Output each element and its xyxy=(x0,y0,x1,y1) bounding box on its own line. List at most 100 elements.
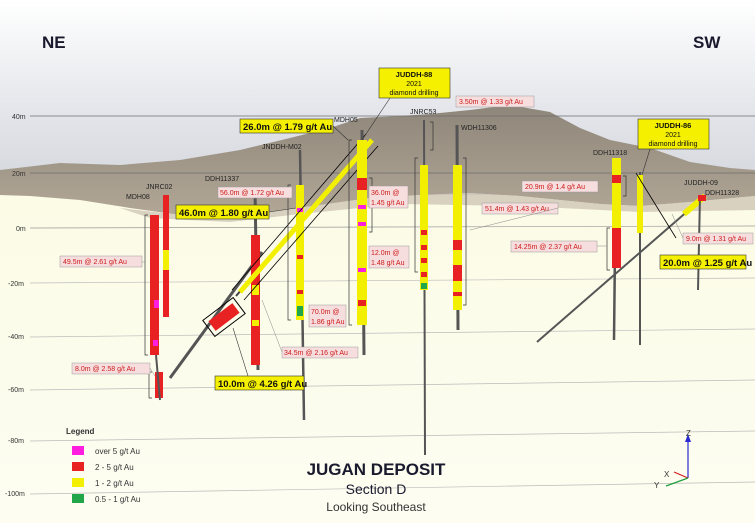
drill-box-title: JUDDH-86 xyxy=(655,121,692,130)
hole-segment xyxy=(612,158,621,228)
hole-segment xyxy=(297,306,303,316)
legend-item: over 5 g/t Au xyxy=(72,446,140,456)
drill-hole-ddh11318 xyxy=(612,157,621,341)
callout-26m: 26.0m @ 1.79 g/t Au xyxy=(239,118,349,141)
hole-segment xyxy=(296,185,304,320)
hole-label-jnddh-m02: JNDDH-M02 xyxy=(262,144,302,151)
interval-bracket xyxy=(463,157,467,306)
grade-label-box: 12.0m @ 1.48 g/t Au xyxy=(368,245,410,269)
interval-bracket xyxy=(243,145,379,301)
grade-label-box: 20.9m @ 1.4 g/t Au xyxy=(521,180,599,193)
interval-bracket xyxy=(606,227,610,271)
drill-box-title: JUDDH-88 xyxy=(396,70,433,79)
callout-box xyxy=(202,296,246,338)
drill-box-note: diamond drilling xyxy=(389,90,438,97)
grade-label-box: 56.0m @ 1.72 g/t Au xyxy=(217,186,293,199)
hole-segment xyxy=(358,205,366,209)
hole-label-mdh08: MDH08 xyxy=(126,194,150,201)
elev-label: -20m xyxy=(8,281,24,288)
hole-label-ddh11337: DDH11337 xyxy=(205,176,239,183)
grade-label-text: 9.0m @ 1.31 g/t Au xyxy=(686,236,746,243)
callouts: 26.0m @ 1.79 g/t Au 46.0m @ 1.80 g/t Au … xyxy=(175,118,752,391)
grade-label-box: 36.0m @ 1.45 g/t Au xyxy=(368,185,409,209)
grade-label-text: 34.5m @ 2.16 g/t Au xyxy=(284,350,348,357)
drill-box-year: 2021 xyxy=(665,132,681,139)
hole-segment xyxy=(297,290,303,294)
elevation-labels: 40m 20m 0m -20m -40m -60m -80m -100m xyxy=(5,114,26,498)
hole-segment xyxy=(251,235,260,365)
elev-label: 0m xyxy=(16,226,26,233)
grid-line-m80 xyxy=(29,430,755,442)
drill-hole-juddh86 xyxy=(635,172,677,345)
hole-segment xyxy=(358,222,366,226)
legend-item: 1 - 2 g/t Au xyxy=(72,478,134,488)
elev-label: -100m xyxy=(5,491,25,498)
hole-segment xyxy=(357,140,367,325)
grade-label-text: 8.0m @ 2.58 g/t Au xyxy=(75,366,135,373)
drill-box-juddh86: JUDDH-86 2021 diamond drilling xyxy=(637,118,710,176)
hole-segment xyxy=(153,340,158,346)
drill-hole-wdh11306 xyxy=(453,124,462,331)
hole-segment xyxy=(252,320,259,326)
hole-segment xyxy=(297,255,303,259)
hole-segment xyxy=(453,240,462,250)
hole-segment xyxy=(358,268,366,272)
interval-bracket xyxy=(414,157,418,273)
legend-swatch xyxy=(72,494,84,503)
legend-swatch xyxy=(72,462,84,471)
legend: Legend over 5 g/t Au 2 - 5 g/t Au 1 - 2 … xyxy=(66,427,140,504)
hole-segment xyxy=(453,265,462,281)
hole-segment xyxy=(208,303,240,331)
legend-label: over 5 g/t Au xyxy=(95,447,140,456)
grade-label-box: 14.25m @ 2.37 g/t Au xyxy=(510,240,598,253)
hole-label-wdh11306: WDH11306 xyxy=(461,125,497,132)
z-axis-arrow xyxy=(685,434,691,442)
grade-label-box: 51.4m @ 1.43 g/t Au xyxy=(481,202,559,215)
section-title: Section D xyxy=(346,481,407,497)
y-axis-line xyxy=(665,477,689,487)
hole-label-ddh11318: DDH11318 xyxy=(593,150,627,157)
hole-segment xyxy=(421,245,427,250)
drill-hole-jnrc53 xyxy=(420,119,428,456)
elev-label: 20m xyxy=(12,171,26,178)
drill-box-juddh88: JUDDH-88 2021 diamond drilling xyxy=(361,67,451,141)
drill-hole-jnrc02 xyxy=(163,195,169,317)
elev-label: 40m xyxy=(12,114,26,121)
hole-label-jnrc53: JNRC53 xyxy=(410,109,437,116)
elev-label: -60m xyxy=(8,387,24,394)
grade-label-text: 51.4m @ 1.43 g/t Au xyxy=(485,206,549,213)
legend-title: Legend xyxy=(66,427,95,436)
z-axis-label: Z xyxy=(686,429,691,438)
hole-label-mdh05: MDH05 xyxy=(334,117,358,124)
grade-leaders xyxy=(142,207,684,377)
hole-segment xyxy=(612,175,621,183)
grade-label-text: 70.0m @ xyxy=(311,309,340,316)
interval-bracket xyxy=(148,371,152,399)
drill-hole-mdh05 xyxy=(357,129,367,356)
grade-label-text: 56.0m @ 1.72 g/t Au xyxy=(220,190,284,197)
hole-trace xyxy=(155,354,161,401)
elev-label: -80m xyxy=(8,438,24,445)
view-direction: Looking Southeast xyxy=(326,500,426,514)
callout-text: 20.0m @ 1.25 g/t Au xyxy=(663,258,752,269)
grade-label-box: 49.5m @ 2.61 g/t Au xyxy=(59,255,143,268)
drill-hole-mdh08 xyxy=(150,215,163,401)
callout-leader xyxy=(635,172,677,239)
hole-segment xyxy=(420,165,428,290)
grade-label-text: 1.48 g/t Au xyxy=(371,260,405,267)
interval-bracket xyxy=(348,139,352,326)
callout-text: 26.0m @ 1.79 g/t Au xyxy=(243,122,332,133)
hole-segment xyxy=(154,300,159,308)
grade-label-text: 20.9m @ 1.4 g/t Au xyxy=(525,184,585,191)
hole-segment xyxy=(252,285,259,295)
hole-segment xyxy=(453,165,462,310)
grade-label-text: 36.0m @ xyxy=(371,190,400,197)
topography-foothill xyxy=(120,193,755,222)
legend-label: 0.5 - 1 g/t Au xyxy=(95,495,140,504)
legend-label: 2 - 5 g/t Au xyxy=(95,463,134,472)
interval-bracket xyxy=(231,133,367,291)
interval-bracket xyxy=(144,214,148,356)
hole-segment xyxy=(163,250,169,270)
hole-label-juddh09: JUDDH-09 xyxy=(684,180,718,187)
hole-label-jnrc02: JNRC02 xyxy=(146,184,173,191)
